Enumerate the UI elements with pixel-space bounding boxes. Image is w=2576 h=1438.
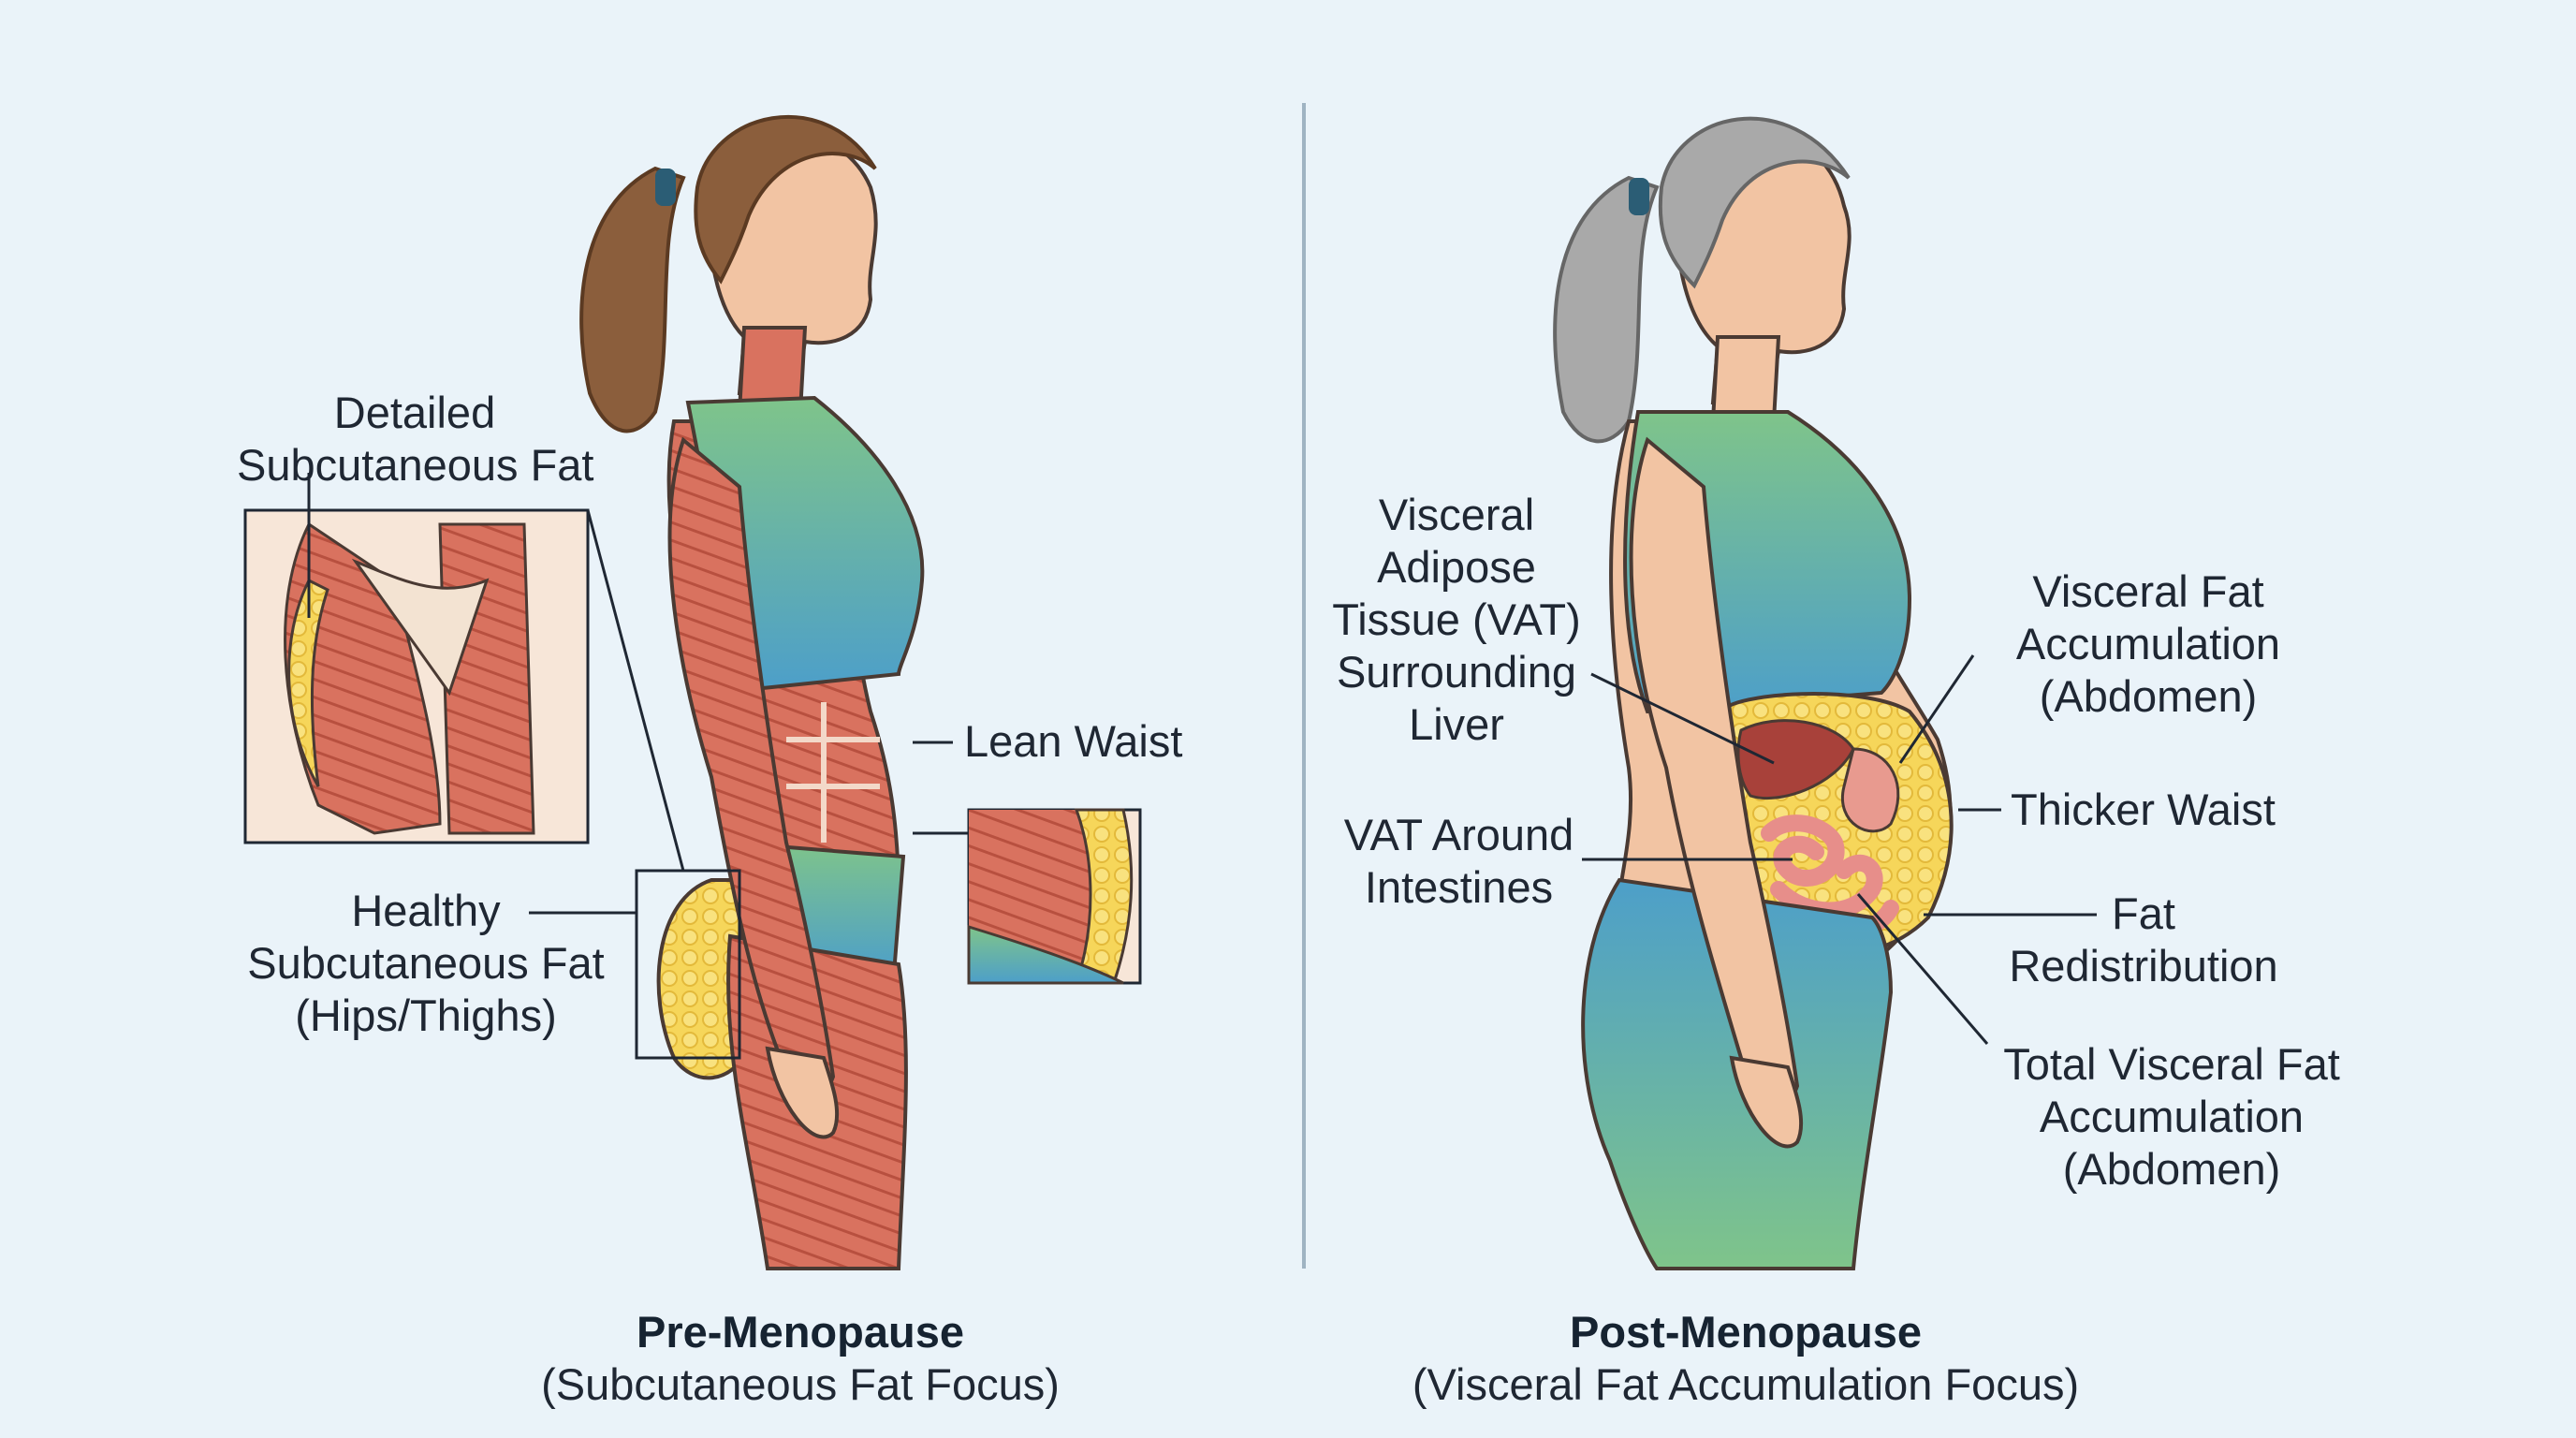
caption-post-title: Post-Menopause [1569, 1307, 1923, 1357]
caption-pre-title: Pre-Menopause [637, 1307, 964, 1357]
stomach [1840, 747, 1900, 833]
hand [765, 1046, 840, 1139]
label-detailed-subcutaneous-fat: Detailed Subcutaneous Fat [237, 388, 594, 490]
label-vat-around-intestines: VAT Around Intestines [1343, 810, 1574, 912]
hair-gray [1658, 116, 1851, 289]
label-thicker-waist: Thicker Waist [2011, 785, 2276, 834]
label-lean-waist: Lean Waist [964, 716, 1183, 766]
hair-tie [655, 169, 676, 206]
caption-pre-subtitle: (Subcutaneous Fat Focus) [541, 1359, 1060, 1409]
detail-inset-subcutaneous [243, 508, 590, 844]
detail-inset-lean-waist [967, 808, 1142, 985]
hip-highlight-box [635, 869, 741, 1060]
hair [694, 114, 877, 285]
caption-post-subtitle: (Visceral Fat Accumulation Focus) [1412, 1359, 2080, 1409]
label-healthy-subcutaneous-fat: Healthy Subcutaneous Fat (Hips/Thighs) [247, 886, 605, 1040]
label-vat-surrounding-liver: Visceral Adipose Tissue (VAT) Surroundin… [1332, 490, 1581, 749]
label-total-visceral-fat: Total Visceral Fat Accumulation (Abdomen… [2003, 1039, 2340, 1194]
caption-pre-menopause: Pre-Menopause (Subcutaneous Fat Focus) [487, 1306, 1114, 1411]
pre-menopause-figure [579, 114, 925, 1270]
label-visceral-fat-accumulation: Visceral Fat Accumulation (Abdomen) [2015, 566, 2281, 721]
caption-post-menopause: Post-Menopause (Visceral Fat Accumulatio… [1357, 1306, 2134, 1411]
ponytail [579, 166, 686, 433]
label-fat-redistribution: Fat Redistribution [2009, 888, 2278, 990]
post-menopause-figure [1553, 116, 1954, 1270]
ponytail-gray [1553, 175, 1660, 444]
